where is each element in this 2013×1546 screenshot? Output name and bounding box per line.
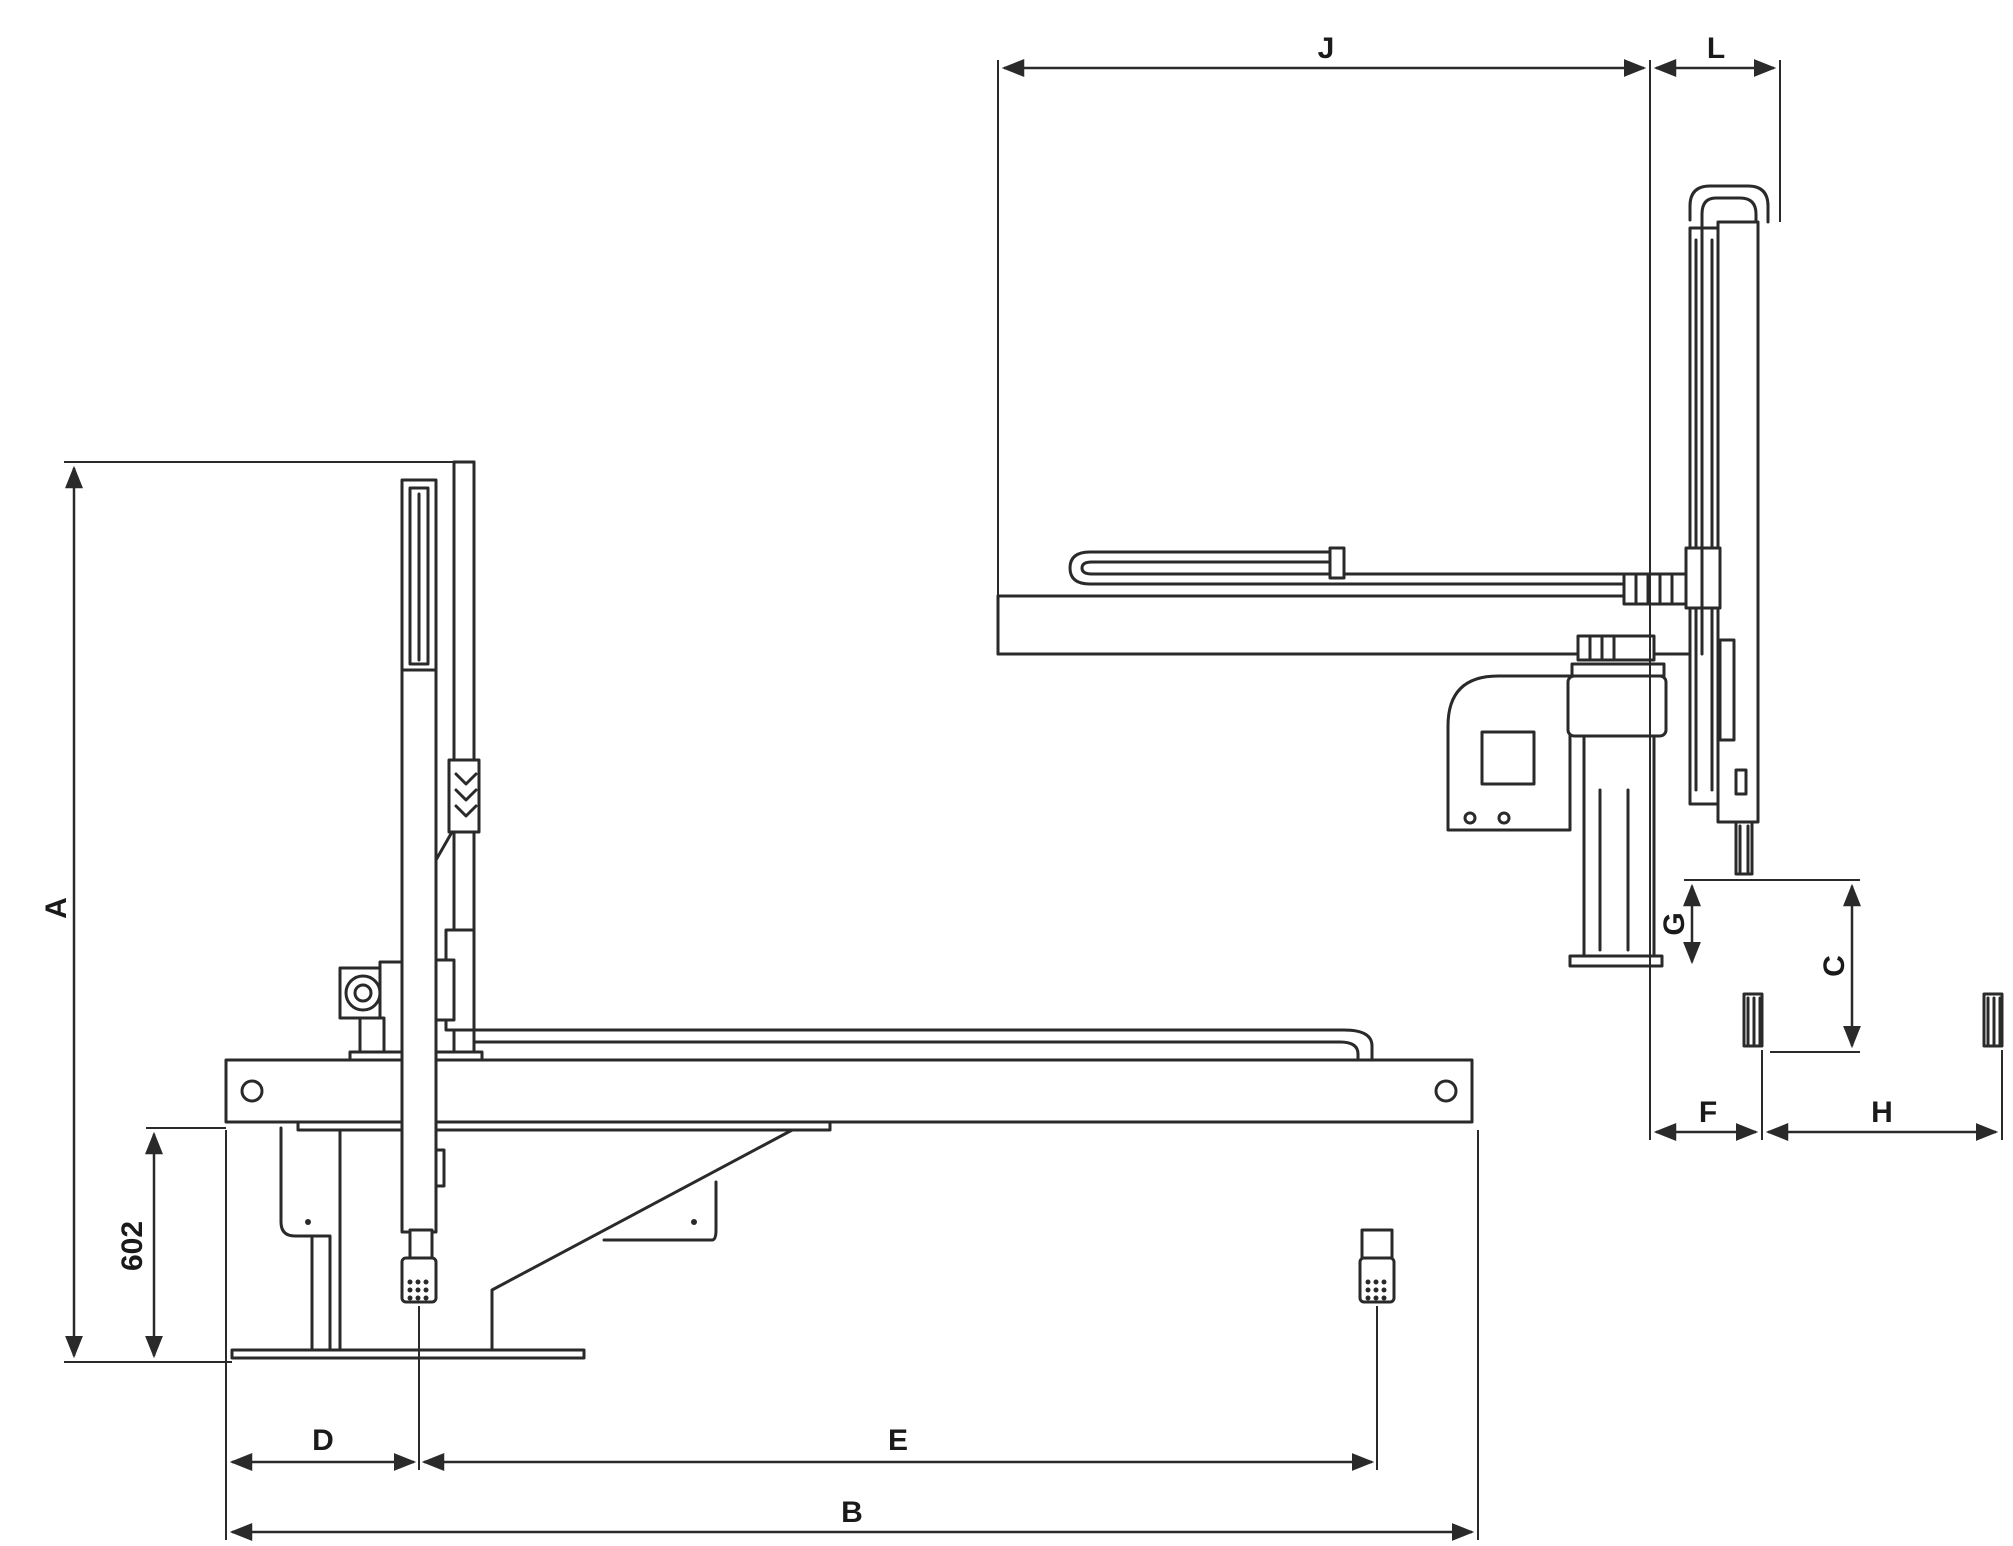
cable-track-top [468,1028,1374,1062]
base-plate [230,1348,586,1360]
label-f: F [1699,1096,1717,1129]
label-e: E [888,1424,908,1457]
support-pillar [1582,734,1656,958]
label-602: 602 [116,1221,149,1271]
front-view [224,460,1474,1360]
side-gripper-2 [1982,992,2004,1048]
label-a: A [40,897,73,919]
label-l: L [1707,32,1725,65]
front-dimensions: A 602 D E B [40,461,1479,1541]
label-g: G [1658,912,1691,935]
pillar-head [1566,674,1668,738]
side-gripper-1 [1742,992,1764,1048]
side-cable-loop [1700,196,1758,656]
side-view [996,184,2004,1048]
pillar-foot [1568,954,1664,968]
label-j: J [1318,32,1335,65]
label-d: D [312,1424,334,1457]
cabinet-screen [1480,730,1536,786]
beam-hole-left [240,1079,264,1103]
gripper-far [1358,1228,1396,1304]
label-c: C [1818,955,1851,977]
gripper-front [400,1256,438,1304]
side-vertical-rail [1688,226,1720,806]
arm-cable-loop [1068,550,1626,586]
side-dimensions: J L G C F H [997,32,2003,1141]
control-cabinet [1446,674,1572,832]
left-support [279,1126,332,1352]
label-b: B [841,1496,863,1529]
beam-hole-right [1434,1079,1458,1103]
diagonal-stand [490,1126,798,1352]
label-h: H [1871,1096,1893,1129]
